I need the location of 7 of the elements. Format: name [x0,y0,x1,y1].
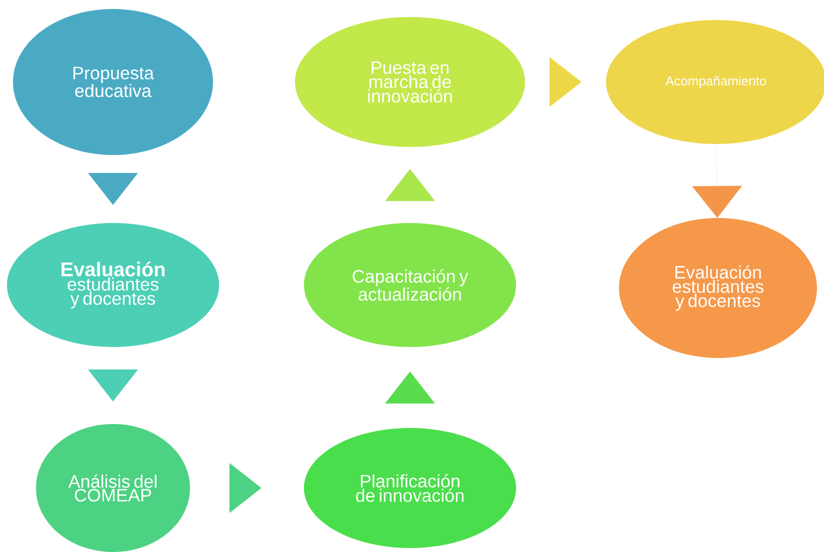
triangle-arrow [385,372,435,404]
triangle-arrow [88,172,138,205]
triangle-arrow [229,463,262,513]
triangle-arrow [692,144,742,218]
triangle-arrow [88,369,138,402]
triangle-arrow [549,57,582,107]
triangle-arrow [385,169,435,202]
